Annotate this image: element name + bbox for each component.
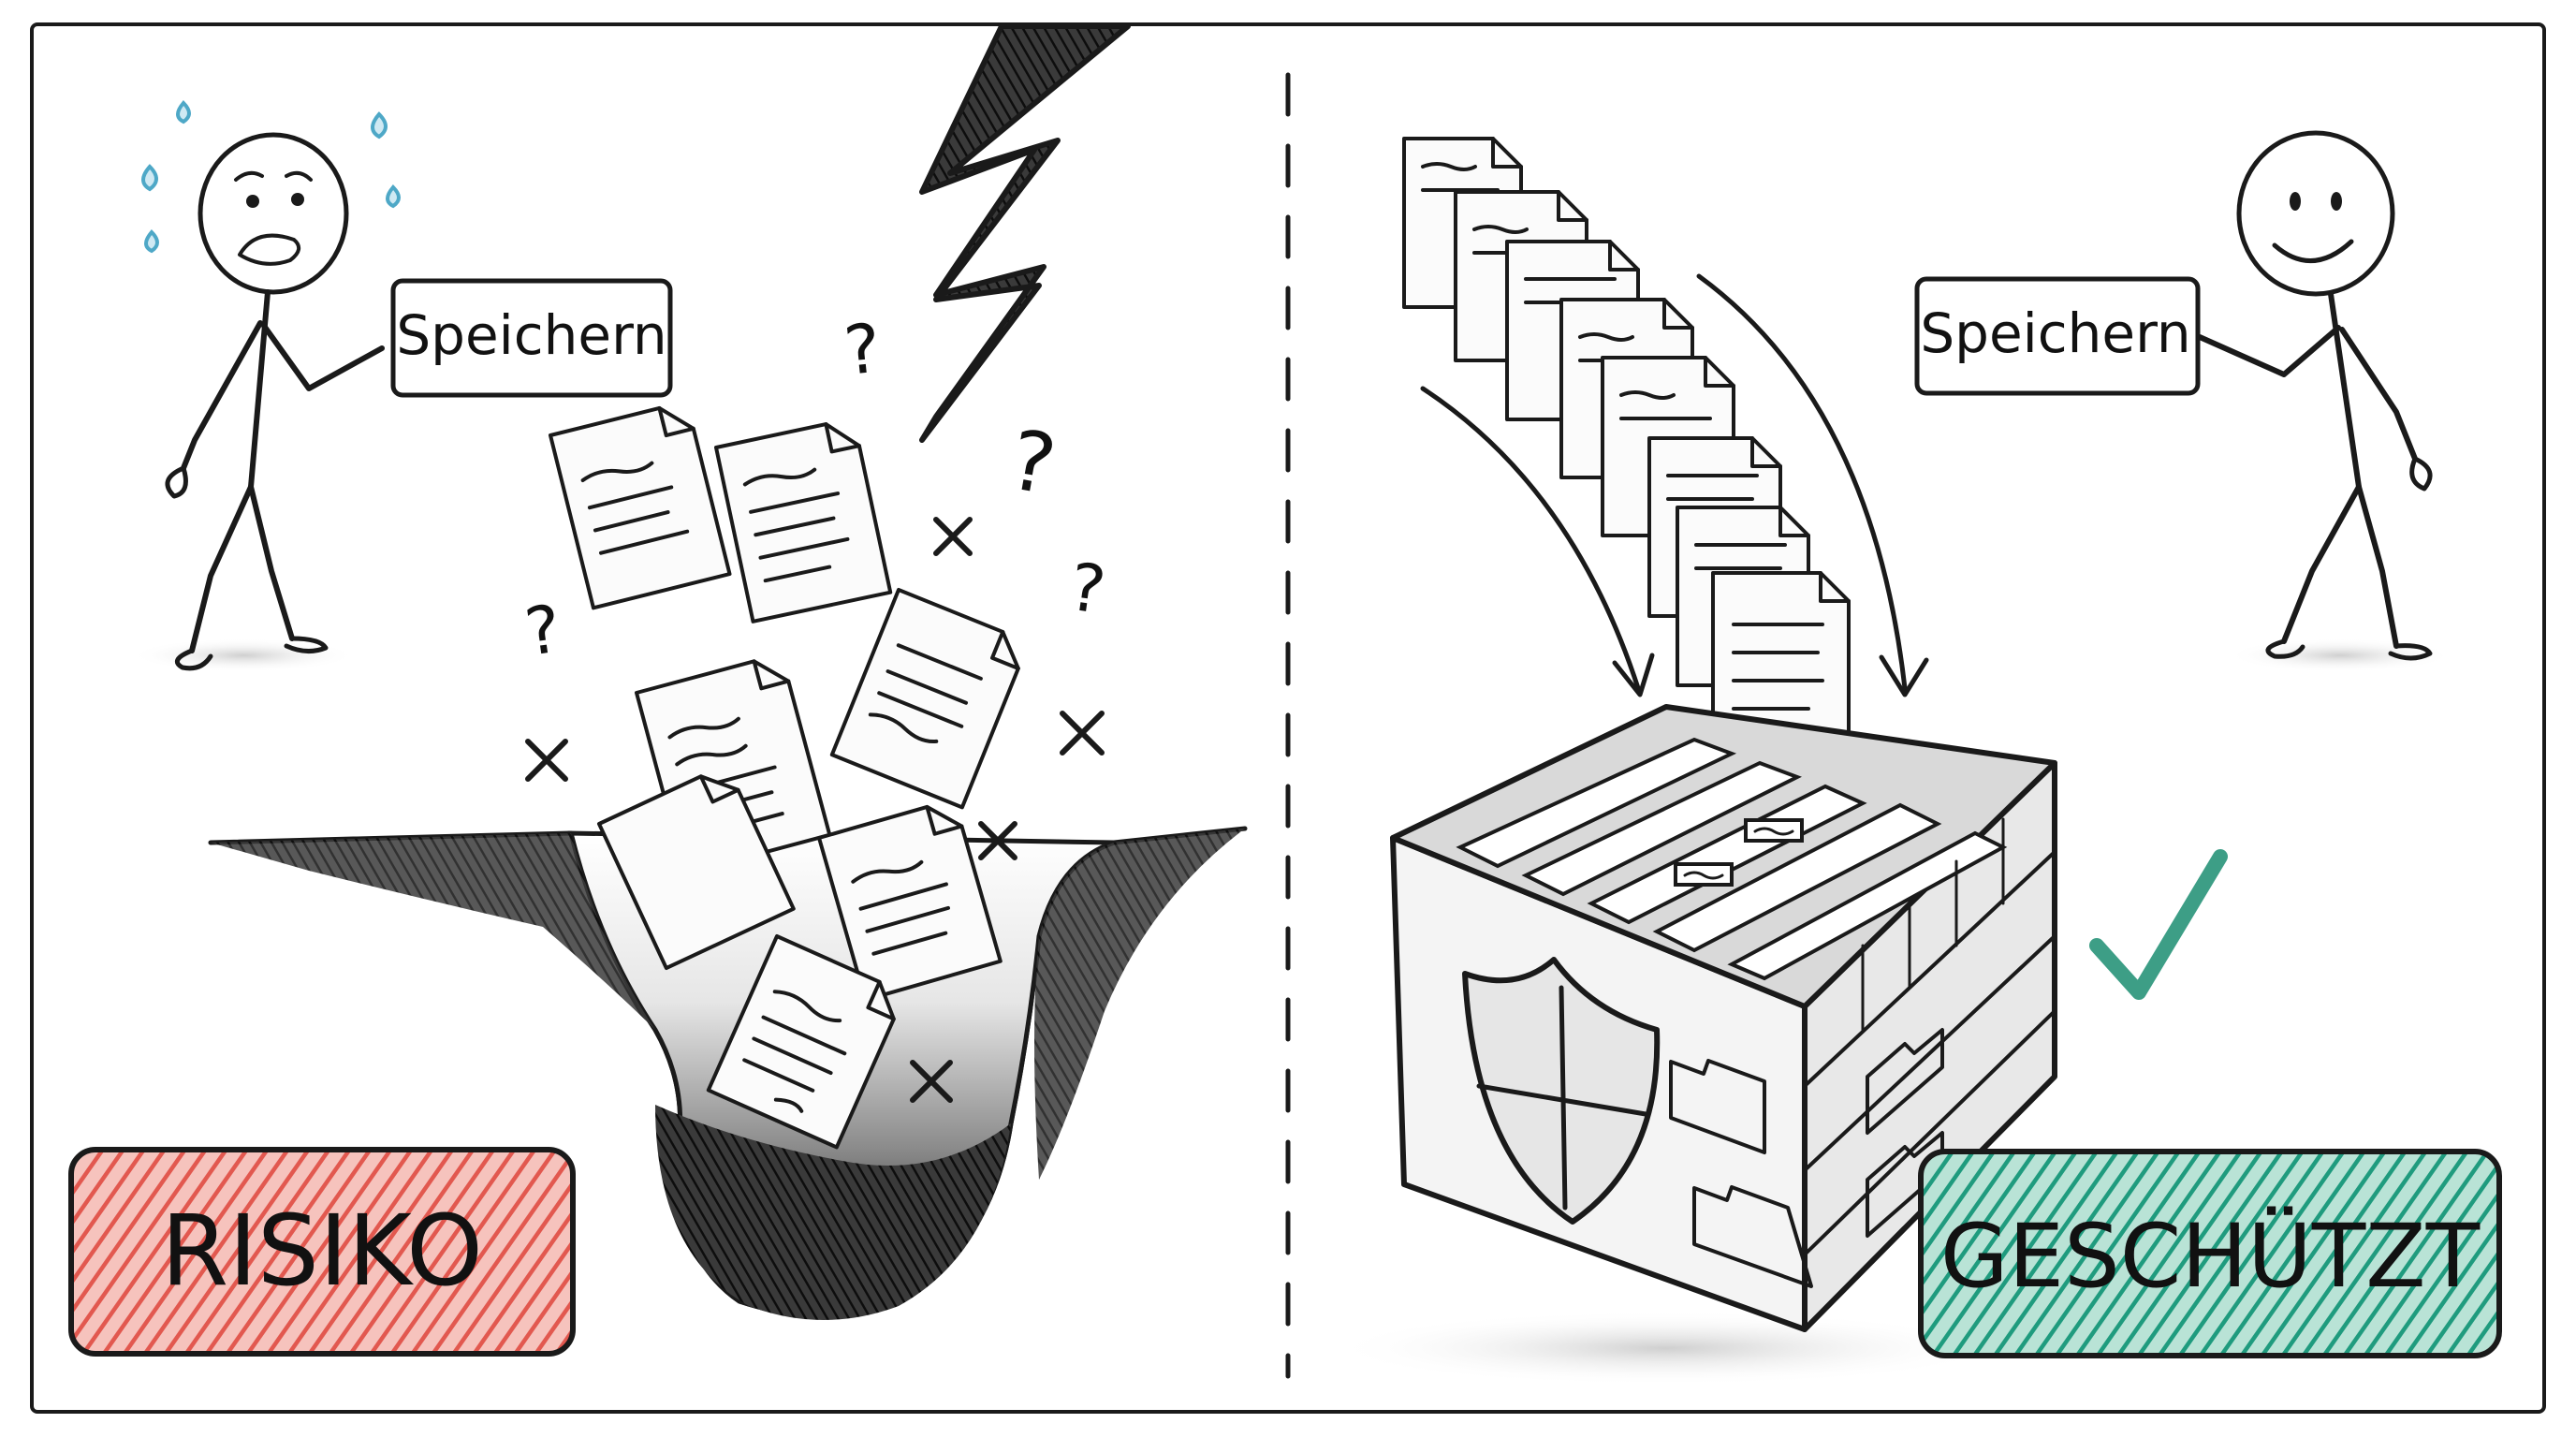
cross-mark-icon (525, 517, 1105, 1103)
protected-badge-label: GESCHÜTZT (1940, 1205, 2481, 1308)
left-save-button-label: Speichern (396, 303, 666, 367)
svg-text:?: ? (841, 308, 885, 390)
svg-text:?: ? (1065, 549, 1110, 629)
sweat-drop-icon (141, 100, 401, 254)
document-icon (714, 422, 893, 624)
document-stack (1402, 137, 1851, 743)
question-mark-icon: ? ? ? ? (520, 308, 1110, 670)
checkmark-icon (2089, 849, 2228, 1000)
document-icon (829, 588, 1020, 810)
document-icon (549, 405, 732, 610)
right-save-button[interactable]: Speichern (1914, 276, 2201, 396)
right-save-button-label: Speichern (1920, 301, 2190, 365)
document-icon (597, 774, 796, 971)
falling-documents (549, 405, 1020, 1150)
risk-badge-label: RISIKO (161, 1194, 483, 1308)
svg-text:?: ? (520, 590, 565, 670)
happy-stick-figure (2197, 130, 2452, 672)
folder-icon (1866, 1028, 1944, 1238)
lightning-icon (919, 23, 1131, 443)
worried-stick-figure (131, 132, 385, 672)
secure-filing-box (1329, 704, 2057, 1386)
risk-badge: RISIKO (68, 1147, 576, 1357)
document-icon (706, 934, 896, 1150)
panel-frame (30, 22, 2546, 1414)
svg-text:?: ? (1003, 411, 1062, 514)
protected-badge: GESCHÜTZT (1918, 1149, 2502, 1358)
folder-icon (1669, 1059, 1813, 1288)
left-save-button[interactable]: Speichern (390, 278, 673, 398)
shield-icon (1462, 957, 1661, 1225)
save-arrows (1420, 273, 1929, 697)
